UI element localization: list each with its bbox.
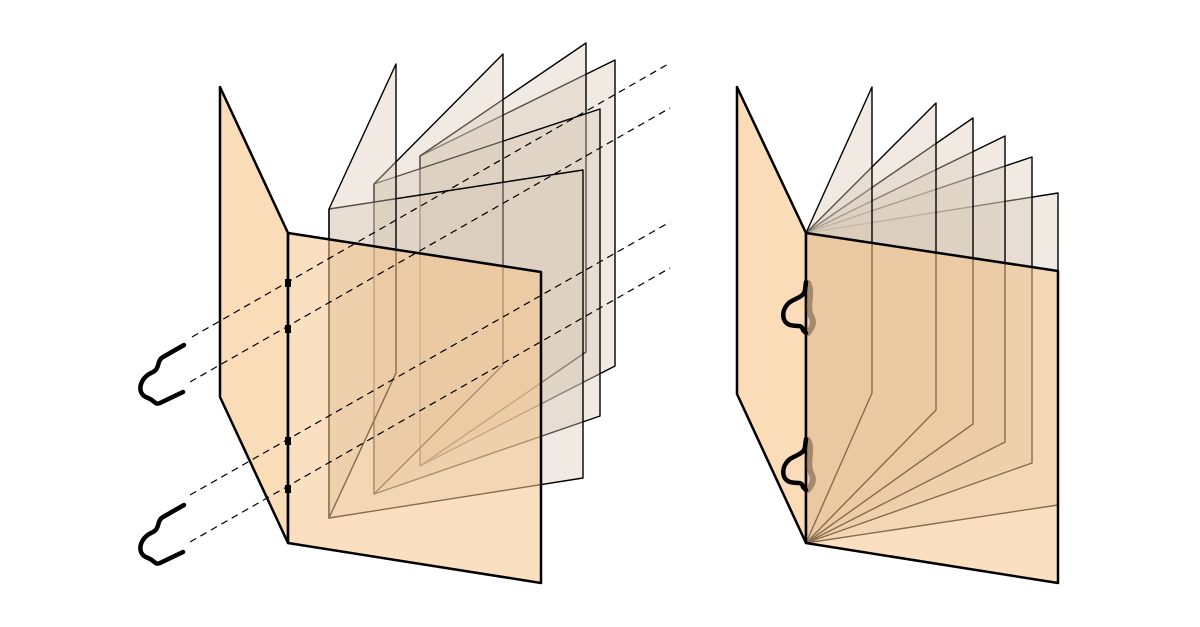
binding-hook-icon: [138, 342, 187, 406]
binding-holes: [285, 279, 291, 493]
back-cover: [218, 85, 290, 545]
assembled-book: [735, 85, 1060, 585]
thread-paths: [189, 62, 671, 543]
hook-shadow: [805, 437, 816, 493]
binding-hook-icon: [781, 436, 809, 493]
hook-shadow: [805, 280, 816, 336]
exploded-binding: [138, 42, 671, 585]
front-cover: [286, 231, 543, 585]
binding-hook-icon: [781, 279, 809, 336]
back-cover: [735, 85, 808, 545]
binding-hook-icon: [138, 502, 187, 566]
front-cover: [804, 231, 1060, 585]
